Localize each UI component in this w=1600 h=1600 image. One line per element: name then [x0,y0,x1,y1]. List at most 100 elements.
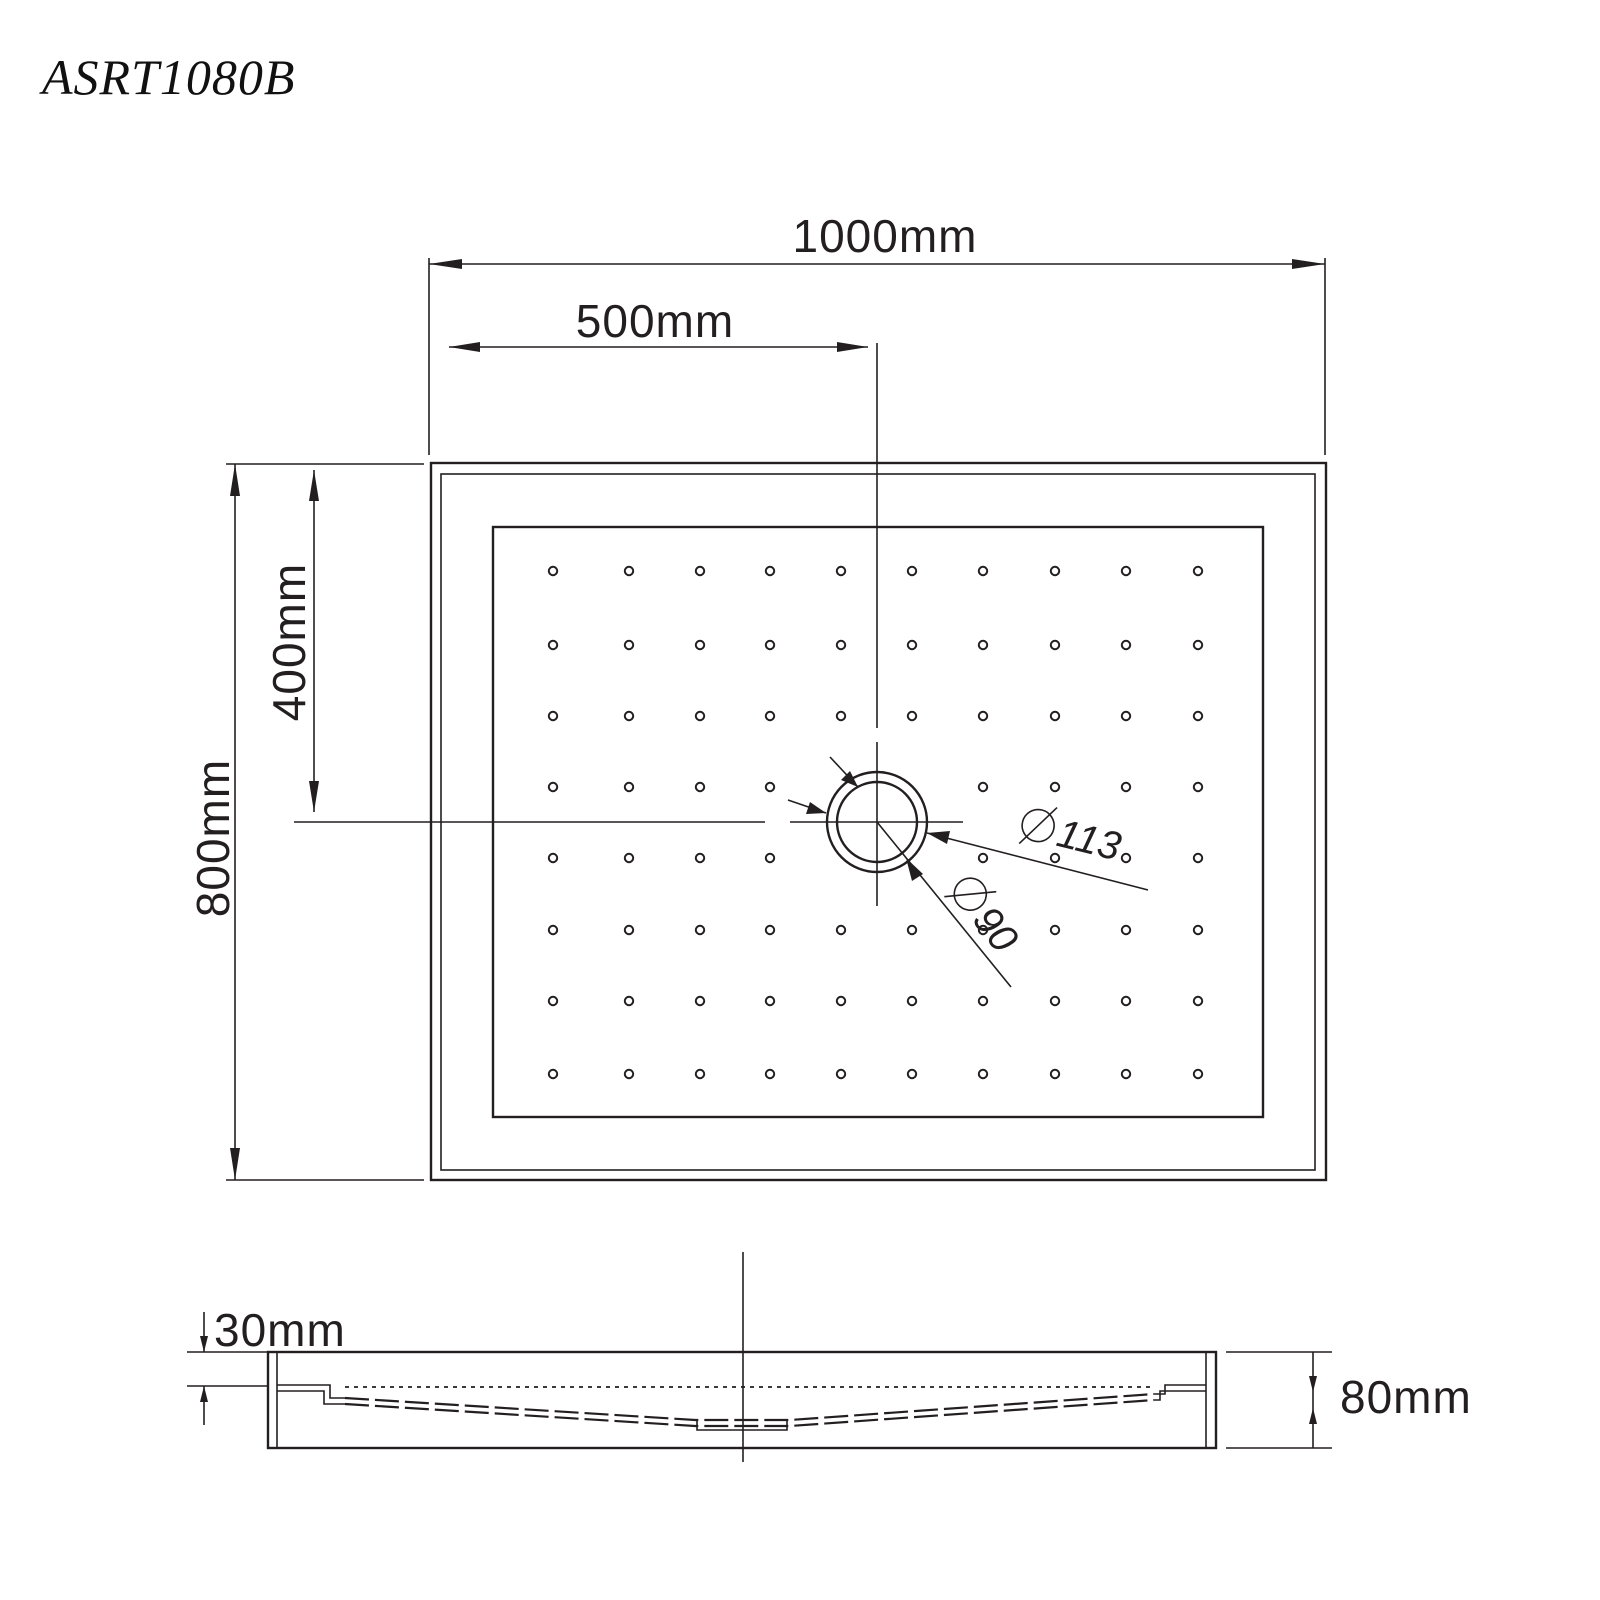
anti-slip-dot [977,1068,989,1080]
anti-slip-dot [764,852,776,864]
arrowhead-left [429,259,462,269]
diameter-90-arrowhead [906,858,923,881]
anti-slip-dot [623,781,635,793]
section-rim-step-left-inner [277,1390,345,1405]
anti-slip-dot [1192,710,1204,722]
arrowhead-top [230,464,240,496]
arrowhead-up [200,1386,208,1402]
anti-slip-dot [694,995,706,1007]
anti-slip-dot [694,639,706,651]
diameter-113-leader [926,832,1149,891]
diameter-113-symbol-icon [1018,807,1058,845]
anti-slip-dot [1049,710,1061,722]
anti-slip-dot [906,995,918,1007]
anti-slip-dot [623,924,635,936]
anti-slip-dot [1192,565,1204,577]
section-rim-step-left [277,1384,345,1399]
dimension-waste-offset-x: 500mm [449,295,868,352]
anti-slip-dot [547,924,559,936]
anti-slip-dot [1192,852,1204,864]
svg-text:90: 90 [964,898,1026,960]
anti-slip-dot [764,710,776,722]
anti-slip-dot [977,565,989,577]
plan-view [429,461,1328,1182]
svg-text:113: 113 [1053,811,1126,869]
dimension-label-width: 1000mm [793,210,978,262]
anti-slip-dot [623,995,635,1007]
waste-outer-circle [825,770,929,874]
anti-slip-dot [694,565,706,577]
waste-arrowhead-upper [841,771,858,787]
anti-slip-dot [623,852,635,864]
anti-slip-dot [1192,924,1204,936]
anti-slip-dot [1120,710,1132,722]
section-rim-step-right-inner [1154,1390,1206,1401]
anti-slip-dot [623,710,635,722]
anti-slip-dot [547,1068,559,1080]
anti-slip-dot [1049,639,1061,651]
anti-slip-dot [906,1068,918,1080]
anti-slip-dot [1049,995,1061,1007]
anti-slip-dot [1049,852,1061,864]
anti-slip-dot [835,1068,847,1080]
section-basin-slope-upper [344,1392,1155,1422]
arrowhead-down [1309,1376,1317,1392]
dimension-label-rim-height: 30mm [214,1304,346,1356]
anti-slip-dot [977,852,989,864]
dimension-total-height: 80mm [1226,1351,1471,1449]
anti-slip-dot [1120,781,1132,793]
dimension-label-depth: 800mm [187,759,239,917]
diameter-90-symbol-icon [944,877,997,911]
anti-slip-dot [623,565,635,577]
section-view [266,1252,1218,1462]
anti-slip-dot [547,852,559,864]
section-basin-slope-lower [344,1398,1155,1428]
anti-slip-dot [764,781,776,793]
dimension-overall-depth: 800mm [187,463,424,1181]
anti-slip-dot [623,1068,635,1080]
anti-slip-dot [764,995,776,1007]
anti-slip-dot-grid [547,565,1204,1080]
anti-slip-dot [835,924,847,936]
anti-slip-dot [547,995,559,1007]
anti-slip-dot [835,639,847,651]
arrowhead-bottom [309,781,319,812]
model-title: ASRT1080B [39,49,295,105]
anti-slip-dot [906,710,918,722]
arrowhead-left [449,342,480,352]
arrowhead-up [1309,1408,1317,1424]
anti-slip-dot [764,565,776,577]
anti-slip-dot [694,781,706,793]
anti-slip-dot [1192,995,1204,1007]
dimension-label-offset-y: 400mm [263,563,315,721]
anti-slip-dot [835,995,847,1007]
anti-slip-dot [1192,1068,1204,1080]
anti-slip-dot [547,710,559,722]
anti-slip-dot [623,639,635,651]
diameter-113-label: 113 [1018,807,1126,869]
arrowhead-right [837,342,868,352]
anti-slip-dot [977,781,989,793]
diameter-90-label: 90 [944,877,1026,961]
anti-slip-dot [694,852,706,864]
anti-slip-dot [1049,924,1061,936]
anti-slip-dot [547,781,559,793]
diameter-90-leader [876,821,1012,988]
anti-slip-dot [694,924,706,936]
dimension-waste-offset-y: 400mm [263,470,319,812]
dimension-rim-height: 30mm [187,1304,346,1425]
anti-slip-dot [1192,781,1204,793]
anti-slip-dot [1120,995,1132,1007]
anti-slip-dot [1120,565,1132,577]
section-waste-recess [696,1420,788,1431]
diameter-113-arrowhead [927,831,950,844]
arrowhead-down [200,1336,208,1352]
anti-slip-dot [977,924,989,936]
anti-slip-dot [1120,852,1132,864]
anti-slip-dot [906,565,918,577]
dimension-label-offset-x: 500mm [576,295,734,347]
anti-slip-dot [694,1068,706,1080]
anti-slip-dot [694,710,706,722]
anti-slip-dot [547,639,559,651]
